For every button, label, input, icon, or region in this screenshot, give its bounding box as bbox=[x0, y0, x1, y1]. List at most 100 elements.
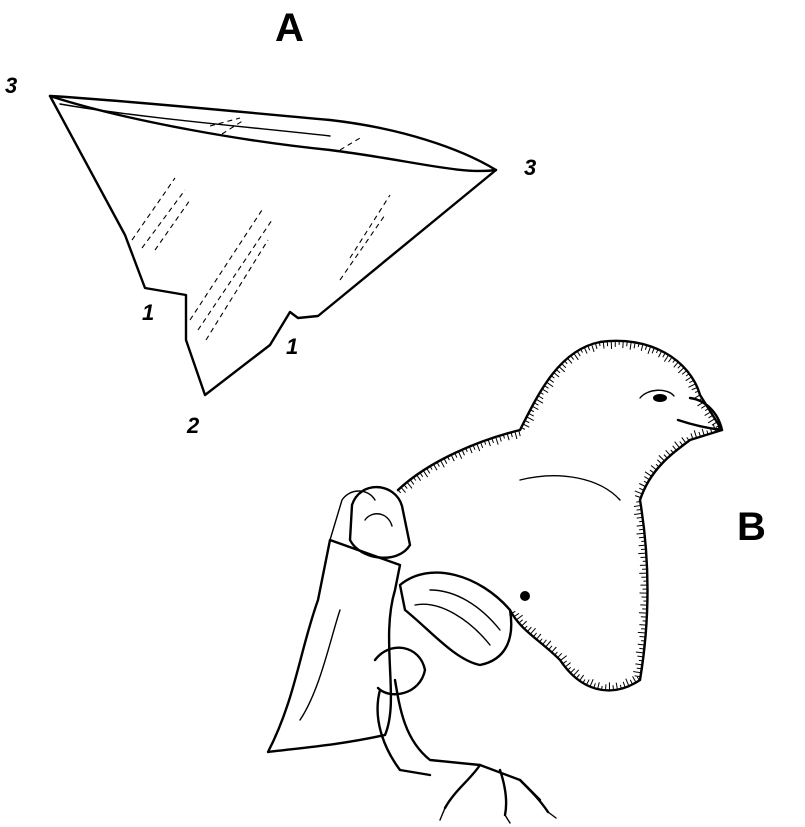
down-feather-stroke bbox=[639, 660, 643, 661]
down-feather-stroke bbox=[638, 632, 646, 633]
down-feather-stroke bbox=[639, 521, 643, 522]
down-feather-stroke bbox=[530, 628, 535, 634]
down-feather-stroke bbox=[527, 627, 531, 631]
down-feather-stroke bbox=[563, 661, 567, 664]
down-feather-stroke bbox=[692, 387, 698, 389]
down-feather-stroke bbox=[638, 553, 646, 554]
down-feather-stroke bbox=[410, 480, 414, 485]
chick-beak bbox=[678, 398, 722, 430]
down-feather-stroke bbox=[675, 442, 680, 448]
down-feather-stroke bbox=[689, 380, 693, 382]
down-feather-stroke bbox=[496, 437, 498, 445]
triangle-outline bbox=[50, 96, 496, 395]
down-feather-stroke bbox=[427, 468, 430, 473]
down-feather-stroke bbox=[636, 652, 644, 653]
panel-b-chick bbox=[268, 341, 722, 823]
down-feather-stroke bbox=[434, 464, 437, 470]
down-feather-stroke bbox=[519, 620, 523, 623]
down-feather-stroke bbox=[682, 370, 687, 374]
down-feather-stroke bbox=[712, 422, 717, 425]
panel-label-a: A bbox=[275, 6, 304, 51]
down-feather-stroke bbox=[664, 355, 668, 362]
down-feather-stroke bbox=[570, 669, 574, 673]
down-feather-stroke bbox=[586, 680, 589, 685]
down-feather-stroke bbox=[639, 483, 645, 486]
panel-label-b: B bbox=[737, 505, 766, 550]
down-feather-stroke bbox=[555, 652, 558, 655]
down-feather-stroke bbox=[458, 451, 461, 458]
down-feather-stroke bbox=[556, 369, 560, 372]
fabric-cape bbox=[268, 540, 400, 752]
down-feather-stroke bbox=[657, 460, 661, 464]
down-feather-stroke bbox=[533, 633, 536, 637]
down-feather-stroke bbox=[549, 379, 554, 383]
down-feather-stroke bbox=[659, 455, 665, 461]
chick-leg bbox=[395, 680, 540, 800]
down-feather-stroke bbox=[650, 470, 654, 473]
down-feather-stroke bbox=[709, 415, 713, 418]
down-feather-stroke bbox=[616, 683, 617, 690]
fabric-band bbox=[400, 573, 511, 665]
chick-body bbox=[398, 341, 722, 691]
down-feather-stroke bbox=[580, 675, 584, 681]
chick-toes bbox=[445, 765, 548, 815]
down-feather-stroke bbox=[514, 613, 519, 616]
down-feather-stroke bbox=[645, 472, 652, 476]
down-feather-stroke bbox=[666, 450, 671, 455]
down-feather-stroke bbox=[417, 475, 421, 481]
down-feather-stroke bbox=[638, 644, 645, 645]
point-label-top-right: 3 bbox=[524, 155, 536, 181]
down-feather-stroke bbox=[538, 396, 543, 399]
down-feather-stroke bbox=[420, 473, 423, 477]
down-feather-stroke bbox=[469, 447, 472, 453]
down-feather-stroke bbox=[559, 366, 565, 371]
down-feather-stroke bbox=[444, 458, 447, 463]
down-feather-stroke bbox=[567, 358, 572, 363]
down-feather-stroke bbox=[562, 364, 566, 368]
down-feather-stroke bbox=[552, 647, 557, 652]
down-feather-stroke bbox=[602, 686, 603, 690]
down-feather-stroke bbox=[656, 464, 659, 467]
down-feather-stroke bbox=[686, 374, 689, 376]
down-feather-stroke bbox=[686, 377, 692, 381]
down-feather-stroke bbox=[398, 490, 401, 493]
down-feather-stroke bbox=[708, 419, 715, 423]
down-feather-stroke bbox=[639, 637, 645, 638]
chick-down-texture bbox=[398, 341, 721, 691]
down-feather-stroke bbox=[680, 442, 683, 446]
down-feather-stroke bbox=[584, 347, 587, 353]
down-feather-stroke bbox=[669, 357, 672, 362]
triangle-hem bbox=[50, 96, 496, 171]
down-feather-stroke bbox=[705, 412, 711, 416]
down-feather-stroke bbox=[702, 429, 704, 436]
down-feather-stroke bbox=[652, 348, 654, 354]
down-feather-stroke bbox=[407, 482, 412, 488]
down-feather-stroke bbox=[565, 663, 570, 667]
point-label-notch-right: 1 bbox=[286, 334, 298, 360]
down-feather-stroke bbox=[515, 431, 517, 439]
down-feather-stroke bbox=[694, 395, 700, 399]
down-feather-stroke bbox=[592, 344, 594, 352]
down-feather-stroke bbox=[543, 640, 547, 645]
chick-eye bbox=[653, 394, 667, 402]
down-feather-stroke bbox=[536, 399, 543, 403]
down-feather-stroke bbox=[516, 615, 522, 620]
down-feather-stroke bbox=[644, 477, 649, 480]
down-feather-stroke bbox=[536, 634, 540, 639]
down-feather-stroke bbox=[626, 679, 629, 686]
down-feather-stroke bbox=[554, 373, 559, 377]
down-feather-stroke bbox=[633, 676, 636, 682]
down-feather-stroke bbox=[673, 446, 677, 451]
down-feather-stroke bbox=[701, 405, 706, 408]
down-feather-stroke bbox=[639, 648, 644, 649]
down-feather-stroke bbox=[546, 641, 551, 647]
down-feather-stroke bbox=[678, 368, 684, 373]
down-feather-stroke bbox=[635, 491, 642, 494]
point-label-notch-left: 1 bbox=[142, 300, 154, 326]
down-feather-stroke bbox=[633, 672, 641, 673]
down-feather-stroke bbox=[574, 353, 579, 360]
down-feather-stroke bbox=[694, 430, 696, 438]
down-feather-stroke bbox=[542, 389, 548, 393]
down-feather-stroke bbox=[688, 384, 695, 388]
